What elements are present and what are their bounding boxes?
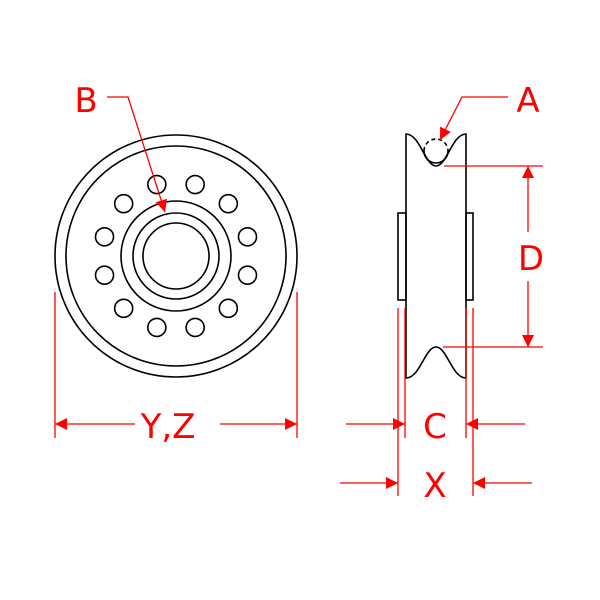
bearing-ring (132, 212, 220, 300)
inner-rim (65, 145, 287, 367)
hub-outer (120, 200, 232, 312)
outer-rim (54, 134, 298, 378)
dimension-d: D (443, 165, 544, 348)
bolt-hole (113, 298, 134, 319)
bolt-hole (147, 174, 167, 195)
bolt-hole (113, 193, 134, 214)
hub-right (465, 212, 474, 301)
bolt-holes (94, 174, 258, 338)
bore (142, 222, 210, 290)
dimension-yz: Y,Z (54, 292, 298, 447)
label-b: B (74, 81, 97, 121)
label-yz: Y,Z (140, 407, 196, 447)
bolt-hole (94, 227, 115, 247)
cable-hidden (423, 138, 449, 152)
label-c: C (423, 407, 447, 447)
label-d: D (518, 239, 544, 279)
dimension-c: C (346, 308, 525, 447)
bolt-hole (218, 298, 239, 319)
bolt-hole (94, 265, 115, 285)
bolt-hole (237, 265, 258, 285)
dimension-x: X (340, 308, 532, 506)
wheel-profile (405, 133, 467, 379)
label-a: A (516, 81, 539, 121)
cable-arc (423, 150, 449, 164)
leader-b: B (74, 81, 168, 213)
front-view (54, 134, 298, 378)
label-x: X (423, 466, 446, 506)
side-view (397, 133, 474, 379)
bolt-hole (147, 317, 167, 338)
bolt-hole (218, 193, 239, 214)
bolt-hole (185, 317, 205, 338)
bolt-hole (237, 227, 258, 247)
hub-left (397, 212, 407, 301)
leader-a: A (439, 81, 540, 141)
bolt-hole (185, 174, 205, 195)
